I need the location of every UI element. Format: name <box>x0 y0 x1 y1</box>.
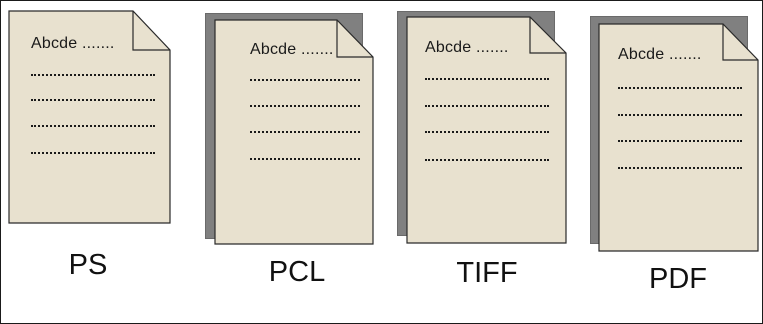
text-line <box>250 158 360 160</box>
text-line <box>618 114 742 116</box>
text-line <box>425 159 549 161</box>
text-line <box>250 79 360 81</box>
format-label-pdf: PDF <box>649 263 707 295</box>
text-line <box>31 152 155 154</box>
document-icon <box>598 23 759 252</box>
document-heading: Abcde ....... <box>31 35 115 52</box>
text-line <box>425 131 549 133</box>
text-line <box>618 167 742 169</box>
text-line <box>250 131 360 133</box>
format-label-ps: PS <box>68 249 108 281</box>
text-line <box>618 140 742 142</box>
text-line <box>31 125 155 127</box>
format-label-tiff: TIFF <box>456 257 518 289</box>
document-heading: Abcde ....... <box>425 39 509 56</box>
text-line <box>425 105 549 107</box>
text-line <box>425 78 549 80</box>
text-line <box>31 99 155 101</box>
text-line <box>31 74 155 76</box>
document-heading: Abcde ....... <box>250 41 334 58</box>
format-label-pcl: PCL <box>268 256 326 288</box>
document-icon <box>406 16 567 244</box>
text-line <box>250 105 360 107</box>
document-heading: Abcde ....... <box>618 46 702 63</box>
text-line <box>618 87 742 89</box>
document-icon <box>8 10 171 224</box>
